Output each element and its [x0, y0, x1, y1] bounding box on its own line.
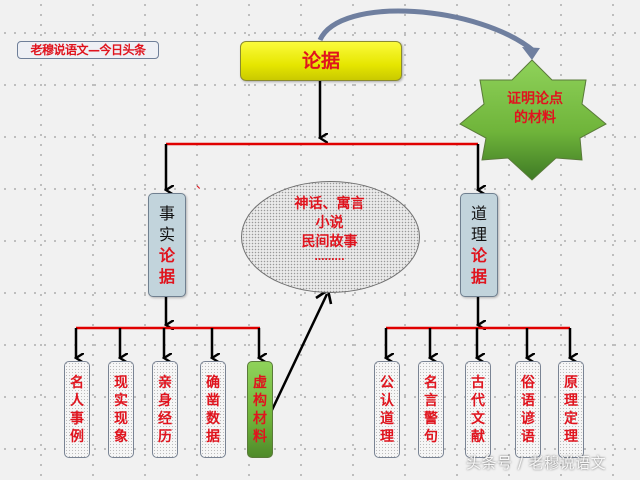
leaf-char: 语: [521, 428, 535, 445]
leaf-char: 语: [521, 392, 535, 409]
reason-evidence-node[interactable]: 道 理 论 据: [460, 193, 498, 297]
leaf-char: 事: [70, 410, 84, 427]
leaf-char: 象: [114, 428, 128, 445]
fact-item-solid-data[interactable]: 确 凿 数 据: [200, 361, 226, 458]
leaf-char: 代: [471, 392, 485, 409]
leaf-char: 原: [564, 374, 578, 391]
footer-watermark: 头条号 / 老穆说语文: [466, 454, 607, 472]
definition-line: 的材料: [514, 110, 556, 126]
leaf-char: 身: [158, 392, 172, 409]
reason-char: 道: [470, 204, 487, 223]
fiction-to-ellipse-arrow: [270, 293, 329, 411]
fiction-line: 小说: [315, 215, 344, 231]
leaf-char: 名: [70, 374, 84, 391]
reason-item-accepted-truths[interactable]: 公 认 道 理: [374, 361, 400, 458]
reason-item-proverbs[interactable]: 俗 语 谚 语: [515, 361, 541, 458]
reason-char: 理: [470, 225, 487, 244]
fact-item-personal-experience[interactable]: 亲 身 经 历: [152, 361, 178, 458]
leaf-char: 例: [70, 428, 84, 445]
leaf-char: 句: [424, 428, 438, 445]
leaf-char: 警: [424, 410, 438, 427]
definition-node[interactable]: 证明论点 的材料: [485, 90, 585, 128]
leaf-char: 据: [206, 428, 220, 445]
fact-item-fictional-material[interactable]: 虚 构 材 料: [247, 361, 273, 458]
leaf-char: 实: [114, 392, 128, 409]
curved-arrow-root-to-definition: [317, 8, 537, 54]
leaf-char: 构: [253, 392, 267, 409]
leaf-char: 料: [253, 428, 267, 445]
leaf-char: 道: [380, 410, 394, 427]
leaf-char: 俗: [521, 374, 535, 391]
fact-char: 论: [158, 246, 175, 265]
leaf-char: 凿: [206, 392, 220, 409]
source-tag: 老穆说语文—今日头条: [17, 41, 159, 59]
fiction-line: ………: [314, 252, 345, 263]
leaf-char: 古: [471, 374, 485, 391]
reason-char: 论: [470, 246, 487, 265]
fact-char: 实: [158, 225, 175, 244]
definition-star-shape: [459, 59, 607, 181]
leaf-char: 名: [424, 374, 438, 391]
root-node[interactable]: 论据: [240, 41, 402, 81]
leaf-char: 认: [380, 392, 394, 409]
reason-item-famous-quotes[interactable]: 名 言 警 句: [418, 361, 444, 458]
fact-item-famous-examples[interactable]: 名 人 事 例: [64, 361, 90, 458]
fact-evidence-node[interactable]: 事 实 论 据: [148, 193, 186, 297]
curved-arrow-head: [522, 47, 540, 60]
leaf-char: 言: [424, 392, 438, 409]
leaf-char: 定: [564, 410, 578, 427]
leaf-char: 亲: [158, 374, 172, 391]
leaf-char: 理: [380, 428, 394, 445]
definition-line: 证明论点: [507, 91, 563, 107]
leaf-char: 虚: [253, 374, 267, 391]
leaf-char: 人: [70, 392, 84, 409]
fact-char: 事: [158, 204, 175, 223]
reason-char: 据: [470, 267, 487, 286]
leaf-char: 现: [114, 410, 128, 427]
fiction-examples-text: 神话、寓言 小说 民间故事 ………: [241, 195, 418, 264]
leaf-char: 文: [471, 410, 485, 427]
leaf-char: 献: [471, 428, 485, 445]
stray-mark: 、: [196, 177, 209, 191]
reason-item-principles-theorems[interactable]: 原 理 定 理: [558, 361, 584, 458]
fact-char: 据: [158, 267, 175, 286]
leaf-char: 谚: [521, 410, 535, 427]
leaf-char: 现: [114, 374, 128, 391]
leaf-char: 数: [206, 410, 220, 427]
fiction-line: 民间故事: [301, 234, 358, 250]
reason-item-ancient-texts[interactable]: 古 代 文 献: [465, 361, 491, 458]
leaf-char: 公: [380, 374, 394, 391]
fact-item-real-phenomena[interactable]: 现 实 现 象: [108, 361, 134, 458]
leaf-char: 确: [206, 374, 220, 391]
leaf-char: 历: [158, 428, 172, 445]
leaf-char: 理: [564, 392, 578, 409]
leaf-char: 经: [158, 410, 172, 427]
leaf-char: 材: [253, 410, 267, 427]
fiction-examples-ellipse[interactable]: [241, 181, 420, 293]
fiction-line: 神话、寓言: [294, 196, 365, 212]
leaf-char: 理: [564, 428, 578, 445]
